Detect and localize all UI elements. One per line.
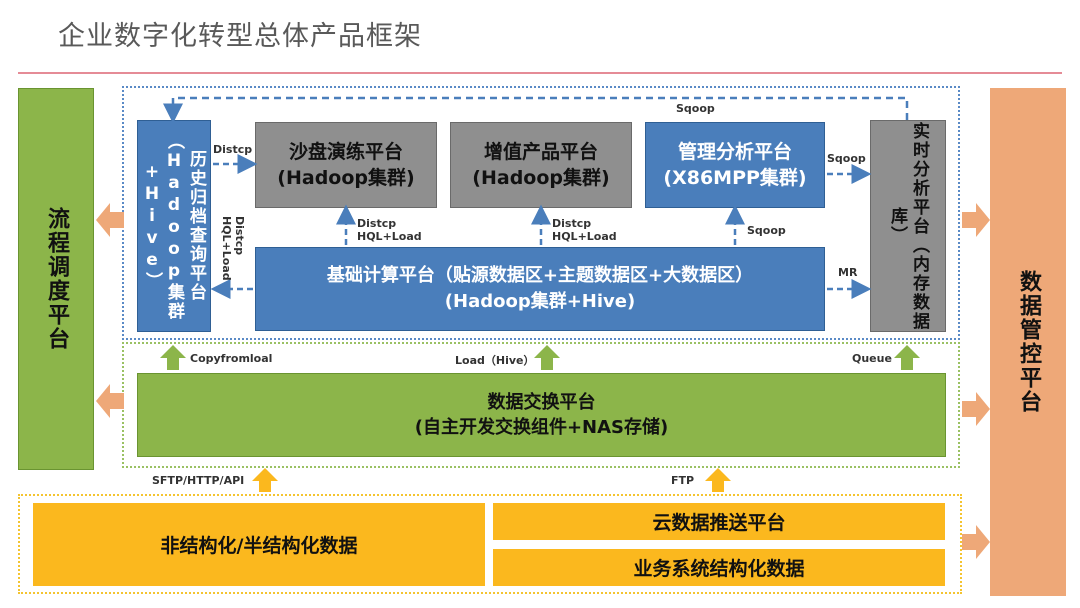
schedule-left-arrow-1 — [96, 203, 124, 237]
ftp-up-arrow — [705, 468, 731, 492]
business-structured-data[interactable]: 业务系统结构化数据 — [493, 549, 945, 586]
mgmt-analysis-name: 管理分析平台 — [677, 141, 792, 163]
label-sqoop-top: Sqoop — [676, 102, 715, 115]
label-sqoop-right: Sqoop — [827, 152, 866, 165]
load-hive-up-arrow — [534, 345, 560, 370]
base-compute-name: 基础计算平台（贴源数据区+主题数据区+大数据区） — [326, 265, 754, 286]
data-exchange-platform[interactable]: 数据交换平台 (自主开发交换组件+NAS存储) — [137, 373, 946, 457]
sandbox-name: 沙盘演练平台 — [288, 141, 403, 163]
history-archive-platform[interactable]: 历史归档查询平台（Hadoop集群+Hive） — [137, 120, 211, 332]
label-sftp: SFTP/HTTP/API — [152, 474, 245, 487]
source-layer-border — [18, 494, 962, 594]
label-distcp-history: Distcp — [213, 143, 253, 156]
exchange-tech: (自主开发交换组件+NAS存储) — [414, 417, 669, 438]
queue-up-arrow — [894, 345, 920, 370]
mgmt-analysis-tech: (X86MPP集群) — [663, 167, 807, 189]
exchange-name: 数据交换平台 — [487, 392, 596, 413]
title-divider — [18, 72, 1062, 74]
realtime-analysis-platform[interactable]: 实时分析平台（内存数据库） — [870, 120, 946, 332]
label-queue: Queue — [852, 352, 892, 365]
value-added-platform[interactable]: 增值产品平台 (Hadoop集群) — [450, 122, 632, 208]
label-distcp-vertical: Distcp HQL+Load — [220, 216, 246, 281]
sandbox-platform[interactable]: 沙盘演练平台 (Hadoop集群) — [255, 122, 437, 208]
value-added-name: 增值产品平台 — [483, 141, 598, 163]
governance-right-arrow-3 — [962, 525, 990, 559]
schedule-left-arrow-2 — [96, 384, 124, 418]
workflow-scheduling-platform[interactable]: 流程调度平台 — [18, 88, 94, 470]
cloud-data-push-platform[interactable]: 云数据推送平台 — [493, 503, 945, 540]
label-mr: MR — [838, 266, 858, 279]
base-compute-platform[interactable]: 基础计算平台（贴源数据区+主题数据区+大数据区） (Hadoop集群+Hive) — [255, 247, 825, 331]
unstructured-data[interactable]: 非结构化/半结构化数据 — [33, 503, 485, 586]
label-distcp-sandbox: Distcp HQL+Load — [357, 217, 422, 243]
page-title: 企业数字化转型总体产品框架 — [58, 21, 422, 52]
base-compute-tech: (Hadoop集群+Hive) — [444, 291, 636, 312]
label-ftp: FTP — [671, 474, 695, 487]
label-distcp-value: Distcp HQL+Load — [552, 217, 617, 243]
label-load-hive: Load（Hive） — [455, 354, 535, 367]
copyfrom-up-arrow — [160, 345, 186, 370]
management-analysis-platform[interactable]: 管理分析平台 (X86MPP集群) — [645, 122, 825, 208]
data-governance-platform[interactable]: 数据管控平台 — [990, 88, 1066, 596]
governance-right-arrow-2 — [962, 392, 990, 426]
governance-right-arrow-1 — [962, 203, 990, 237]
sandbox-tech: (Hadoop集群) — [277, 167, 415, 189]
label-copyfrom: Copyfromloal — [190, 352, 273, 365]
value-added-tech: (Hadoop集群) — [472, 167, 610, 189]
sftp-up-arrow — [252, 468, 278, 492]
label-sqoop-mgmt: Sqoop — [747, 224, 786, 237]
sqoop-loop-arrow — [163, 96, 909, 124]
